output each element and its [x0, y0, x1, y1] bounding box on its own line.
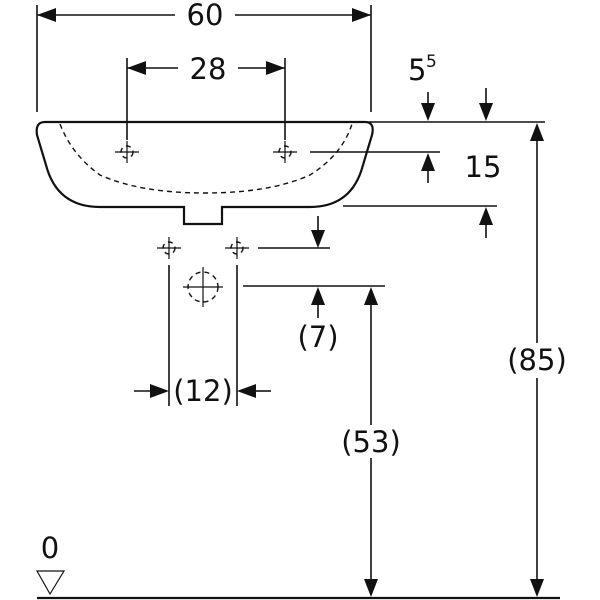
- width-label: 60: [187, 0, 224, 32]
- tap-hole-marker-left: [115, 141, 139, 163]
- tap-hole-spacing-dimension: 28: [126, 52, 286, 140]
- arrow-down-icon: [479, 103, 493, 121]
- arrow-up-icon: [311, 287, 325, 305]
- waste-spacing-label: (12): [173, 374, 233, 408]
- arrow-up-icon: [479, 207, 493, 225]
- arrow-right-icon: [352, 8, 371, 22]
- waste-spacing-dimension: (12): [134, 265, 271, 408]
- basin-outline: [35, 120, 374, 226]
- arrow-left-icon: [127, 61, 146, 75]
- tap-hole-marker-right: [273, 141, 297, 163]
- arrow-up-icon: [530, 123, 544, 141]
- arrow-right-icon: [150, 384, 169, 398]
- arrow-left-icon: [237, 384, 256, 398]
- rim-height-dimension: (85): [507, 123, 567, 597]
- arrow-up-icon: [421, 153, 435, 171]
- rim-offset-superscript: 5: [426, 52, 437, 72]
- width-dimension: 60: [36, 0, 372, 112]
- waste-height-label: (53): [341, 425, 401, 459]
- arrow-down-icon: [530, 579, 544, 597]
- waste-marker-right: [225, 237, 249, 259]
- basin-bottom-dimension: [258, 205, 497, 249]
- tap-hole-depth-dimension: 15: [310, 150, 501, 184]
- tap-hole-spacing-label: 28: [190, 52, 227, 86]
- arrow-down-icon: [311, 230, 325, 248]
- drain-offset-dimension: (7): [243, 285, 385, 354]
- arrow-right-icon: [266, 61, 285, 75]
- drain-offset-label: (7): [297, 320, 338, 354]
- rim-offset-dimension: 5 5: [365, 52, 545, 123]
- arrow-up-icon: [364, 287, 378, 305]
- rim-offset-label: 5: [408, 53, 426, 87]
- floor-level-label: 0: [41, 531, 59, 565]
- waste-marker-left: [157, 237, 181, 259]
- arrow-left-icon: [37, 8, 56, 22]
- level-triangle-icon: [35, 570, 66, 596]
- arrow-down-icon: [421, 103, 435, 121]
- bowl-hidden-line: [59, 123, 353, 194]
- tap-hole-depth-label: 15: [465, 150, 502, 184]
- floor-level: 0: [35, 531, 560, 600]
- rim-height-label: (85): [507, 343, 567, 377]
- waste-height-dimension: (53): [341, 287, 401, 597]
- arrow-down-icon: [364, 579, 378, 597]
- waste-outlet-marker: [183, 267, 223, 307]
